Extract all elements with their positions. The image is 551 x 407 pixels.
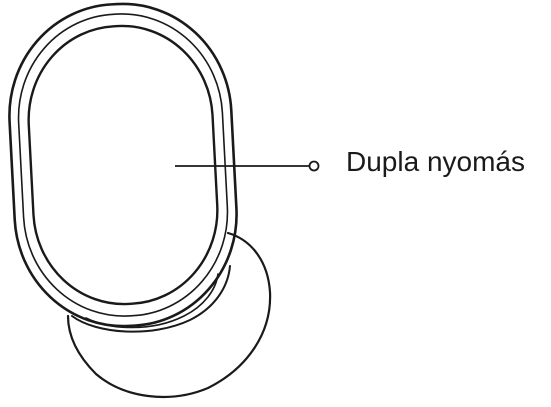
earbud-middle-ring: [17, 13, 229, 317]
callout-circle-icon: [308, 160, 320, 172]
earbud-icon: [8, 2, 272, 398]
ear-tip-rim-outer: [71, 265, 231, 333]
earbud-outer-shell: [8, 2, 238, 328]
callout-label: Dupla nyomás: [346, 146, 525, 177]
ear-tip: [66, 231, 272, 398]
earbud-touch-panel: [27, 24, 219, 306]
